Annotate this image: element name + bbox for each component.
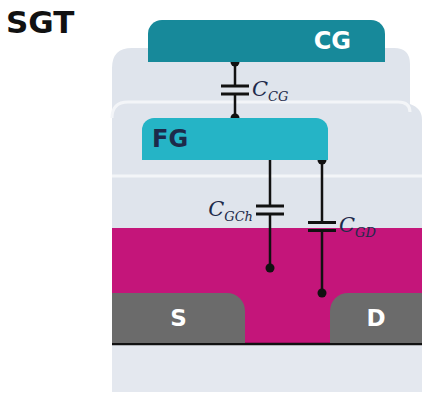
capacitor-plate xyxy=(221,85,249,88)
layer-boundary xyxy=(112,175,422,178)
contact-dot xyxy=(318,289,327,298)
region-label: CG xyxy=(314,27,351,55)
drain-region: D xyxy=(330,293,422,343)
layer-boundary xyxy=(112,102,410,118)
capacitor-connector xyxy=(308,156,336,298)
capacitor-wire xyxy=(321,231,324,294)
control-gate: CG xyxy=(148,20,385,62)
region-label: D xyxy=(366,305,385,331)
capacitor-plate xyxy=(308,221,336,224)
oxide-body xyxy=(112,48,422,392)
substrate-line xyxy=(112,343,422,346)
capacitance-label: CCG xyxy=(252,77,288,104)
capacitor-wire xyxy=(269,214,272,268)
capacitor-wire xyxy=(269,160,272,206)
channel-region xyxy=(112,228,422,343)
capacitor-connector xyxy=(221,58,249,123)
region-label: FG xyxy=(152,125,188,153)
contact-dot xyxy=(266,264,275,273)
floating-gate: FG xyxy=(142,118,328,160)
source-region: S xyxy=(112,293,245,343)
capacitor-plate xyxy=(256,205,284,208)
substrate xyxy=(112,345,422,392)
capacitor-wire xyxy=(321,160,324,223)
diagram-title: SGT xyxy=(6,4,74,40)
capacitance-label: CGD xyxy=(339,213,376,240)
region-label: S xyxy=(170,305,187,331)
capacitance-label: CGCh xyxy=(208,197,253,224)
